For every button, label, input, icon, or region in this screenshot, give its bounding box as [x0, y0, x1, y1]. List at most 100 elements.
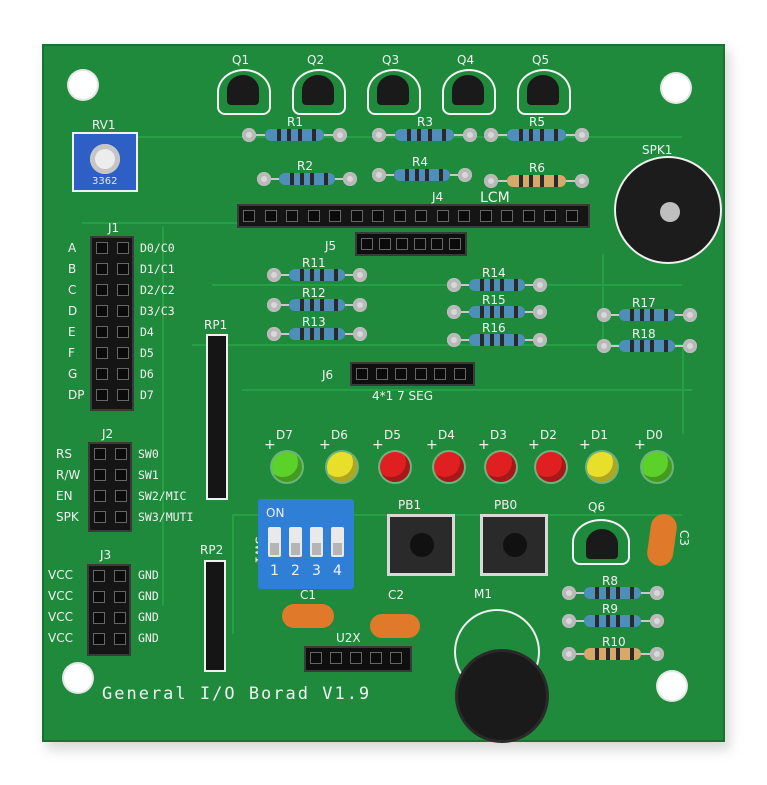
dip-switch-toggle[interactable] — [331, 527, 344, 557]
speaker-spk1 — [614, 156, 722, 264]
j2-left-label: SPK — [56, 510, 79, 524]
potentiometer-rv1[interactable]: 3362 — [72, 132, 138, 192]
pb0-label: PB0 — [494, 498, 518, 512]
resistor-pack-rp2 — [204, 560, 226, 672]
transistor-label: Q3 — [382, 53, 400, 67]
transistor — [292, 69, 346, 115]
capacitor-c2 — [370, 614, 420, 638]
j1-left-label: DP — [68, 388, 85, 402]
resistor-label: R6 — [529, 161, 545, 175]
led — [486, 452, 516, 482]
dip-switch-number: 1 — [270, 563, 279, 579]
header-j3[interactable] — [87, 564, 131, 656]
dip-on-label: ON — [266, 506, 285, 520]
c1-label: C1 — [300, 588, 317, 602]
resistor-label: R13 — [302, 315, 326, 329]
resistor-label: R11 — [302, 256, 326, 270]
led-label: D7 — [276, 428, 293, 442]
dip-switch-toggle[interactable] — [289, 527, 302, 557]
j2-left-label: RS — [56, 447, 72, 461]
resistor — [267, 298, 367, 312]
capacitor-c3 — [645, 512, 679, 568]
resistor-label: R14 — [482, 266, 506, 280]
u2x-label: U2X — [336, 631, 361, 645]
transistor — [517, 69, 571, 115]
resistor-label: R16 — [482, 321, 506, 335]
j3-right-label: GND — [138, 589, 159, 603]
resistor — [562, 586, 664, 600]
led — [587, 452, 617, 482]
j3-left-label: VCC — [48, 631, 73, 645]
lcm-header-j4[interactable] — [237, 204, 590, 228]
rv1-label: RV1 — [92, 118, 116, 132]
led-polarity-mark: + — [319, 437, 331, 453]
j1-right-label: D5 — [140, 346, 154, 360]
resistor — [562, 614, 664, 628]
c3-label: C3 — [677, 529, 692, 547]
j3-left-label: VCC — [48, 610, 73, 624]
transistor — [217, 69, 271, 115]
dip-switch-number: 3 — [312, 563, 321, 579]
j2-right-label: SW3/MUTI — [138, 510, 194, 524]
push-button-pb1[interactable] — [387, 514, 455, 576]
resistor — [562, 647, 664, 661]
transistor — [442, 69, 496, 115]
board-title: General I/O Borad V1.9 — [102, 684, 372, 704]
header-j1[interactable] — [90, 236, 134, 411]
rv1-part-number: 3362 — [92, 176, 118, 187]
led-label: D1 — [591, 428, 608, 442]
c2-label: C2 — [388, 588, 405, 602]
j1-left-label: D — [68, 304, 78, 318]
j2-right-label: SW2/MIC — [138, 489, 187, 503]
j1-label: J1 — [108, 221, 120, 235]
transistor — [367, 69, 421, 115]
j2-left-label: EN — [56, 489, 73, 503]
resistor-label: R2 — [297, 159, 313, 173]
j6-label: J6 — [322, 368, 334, 382]
j2-right-label: SW0 — [138, 447, 159, 461]
j1-left-label: A — [68, 241, 77, 255]
resistor-label: R10 — [602, 635, 626, 649]
led-polarity-mark: + — [372, 437, 384, 453]
resistor — [267, 327, 367, 341]
resistor-label: R18 — [632, 327, 656, 341]
microphone-capsule — [458, 652, 546, 740]
header-j5[interactable] — [355, 232, 467, 256]
led — [642, 452, 672, 482]
resistor — [597, 339, 697, 353]
led — [327, 452, 357, 482]
lcm-label: LCM — [480, 190, 510, 206]
transistor-label: Q1 — [232, 53, 250, 67]
j1-right-label: D1/C1 — [140, 262, 175, 276]
j1-left-label: C — [68, 283, 77, 297]
resistor — [372, 168, 472, 182]
j2-left-label: R/W — [56, 468, 81, 482]
j1-right-label: D0/C0 — [140, 241, 175, 255]
j1-right-label: D2/C2 — [140, 283, 175, 297]
led — [434, 452, 464, 482]
header-j6[interactable] — [350, 362, 475, 386]
resistor — [597, 308, 697, 322]
j3-left-label: VCC — [48, 568, 73, 582]
mounting-hole-bottom-right — [658, 672, 686, 700]
dip-switch-toggle[interactable] — [310, 527, 323, 557]
rp2-label: RP2 — [200, 543, 224, 557]
led — [536, 452, 566, 482]
led-label: D0 — [646, 428, 663, 442]
dip-switch-toggle[interactable] — [268, 527, 281, 557]
resistor — [267, 268, 367, 282]
resistor — [447, 333, 547, 347]
j3-right-label: GND — [138, 610, 159, 624]
j3-label: J3 — [100, 548, 112, 562]
push-button-pb0[interactable] — [480, 514, 548, 576]
header-u2x[interactable] — [304, 646, 412, 672]
resistor-label: R17 — [632, 296, 656, 310]
resistor-label: R8 — [602, 574, 618, 588]
header-j2[interactable] — [88, 442, 132, 532]
led-label: D5 — [384, 428, 401, 442]
q6-label: Q6 — [588, 500, 606, 514]
dip-switch-number: 2 — [291, 563, 300, 579]
led-label: D3 — [490, 428, 507, 442]
